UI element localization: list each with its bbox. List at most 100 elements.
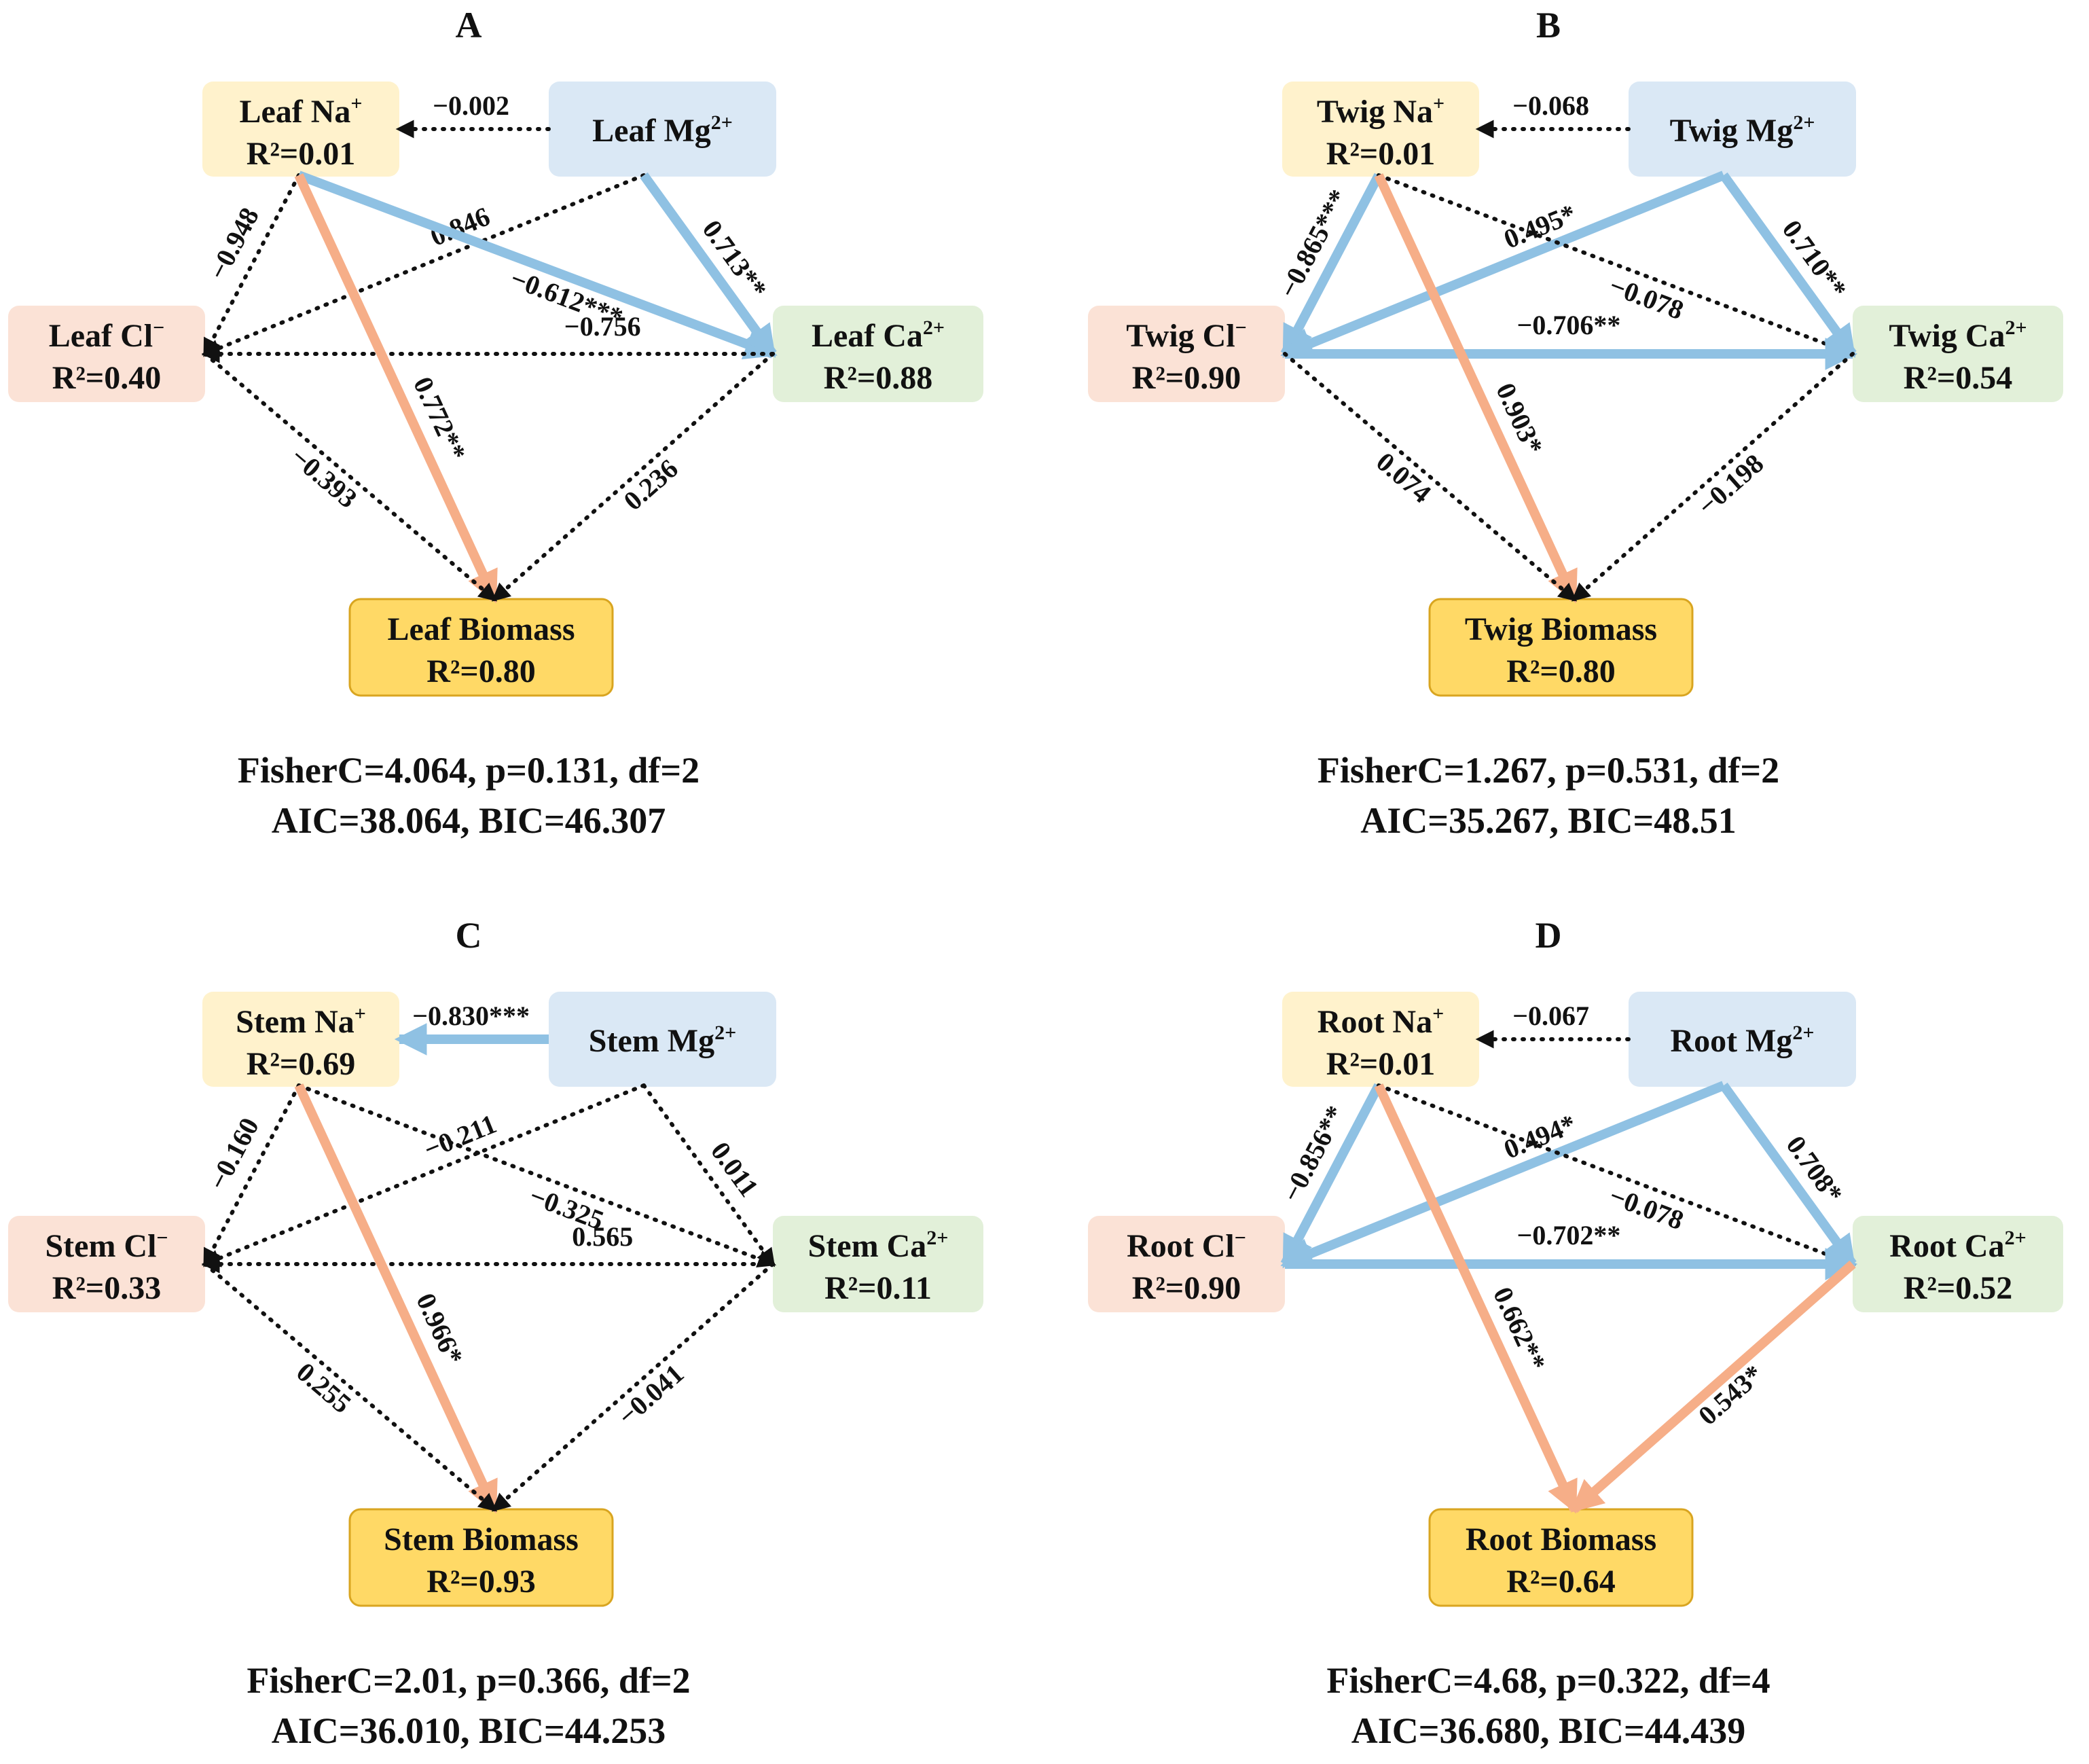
path-coefficient-label: 0.255 [291,1356,357,1420]
node-name-text: Twig Cl [1126,318,1235,354]
node-box [1853,1216,2063,1312]
node-box [202,992,399,1087]
node-box [1282,82,1479,177]
node-box [1629,992,1856,1087]
node-r-squared: R²=0.93 [426,1564,535,1600]
path-coefficient-label: −0.068 [1512,90,1589,121]
fit-stats-aic-bic: AIC=36.010, BIC=44.253 [272,1710,666,1751]
node-name: Leaf Mg2+ [592,111,733,149]
node-name: Twig Mg2+ [1670,111,1815,149]
node-box [8,306,205,402]
panel-a: A Leaf Na+R²=0.01 Leaf Mg2+ Leaf Cl− R²=0.40… [8,5,983,841]
node-box [202,82,399,177]
fit-stats-aic-bic: AIC=35.267, BIC=48.51 [1360,800,1737,841]
path-ca-to-bio [1571,352,1855,602]
node-charge-superscript: 2+ [2005,317,2027,339]
node-charge-superscript: − [1235,1227,1246,1249]
node-name: Root Ca2+ [1889,1227,2026,1264]
path-na-to-ca [1377,173,1857,358]
node-charge-superscript: − [1235,317,1247,339]
path-ca-to-bio [491,1262,775,1512]
node-name: Leaf Cl− [49,317,164,354]
node-charge-superscript: 2+ [926,1227,948,1249]
node-charge-superscript: − [153,317,164,339]
path-mg-to-ca [642,1083,776,1267]
path-na-to-bio [1374,1083,1579,1514]
fit-stats-aic-bic: AIC=38.064, BIC=46.307 [272,800,666,841]
node-name-text: Root Na [1318,1004,1432,1040]
path-cl-to-bio [203,1262,498,1512]
panel-letter: A [456,5,482,46]
node-name: Stem Cl− [45,1227,168,1264]
node-na: Stem Na+ R²=0.69 [202,992,399,1087]
node-charge-superscript: 2+ [714,1022,736,1044]
node-name: Stem Na+ [236,1003,366,1040]
path-na-to-cl [1280,1083,1383,1269]
path-mg-to-cl [1280,170,1726,359]
node-box [773,1216,983,1312]
node-r-squared: R²=0.52 [1904,1270,2012,1306]
path-ca-to-bio [1570,1260,1856,1513]
node-r-squared: R²=0.69 [247,1046,355,1082]
path-coefficient-label: −0.756 [564,311,641,342]
node-box [1088,306,1285,402]
node-name-text: Stem Na [236,1004,355,1040]
node-name: Stem Ca2+ [808,1227,949,1264]
node-r-squared: R²=0.80 [426,653,535,689]
node-name: Twig Na+ [1317,92,1445,130]
node-name: Stem Biomass [384,1522,579,1558]
path-coefficient-label: −0.702** [1517,1220,1621,1250]
node-name-text: Twig Ca [1889,318,2005,354]
path-coefficient-label: 0.565 [572,1221,633,1252]
node-name: Leaf Na+ [239,92,362,130]
node-charge-superscript: 2+ [1793,111,1815,134]
node-box [1853,306,2063,402]
node-ca: Leaf Ca2+ R²=0.88 [773,306,983,402]
node-name-text: Leaf Biomass [388,611,575,647]
node-mg: Leaf Mg2+ [549,82,776,177]
node-name: Twig Cl− [1126,317,1247,354]
node-r-squared: R²=0.01 [1326,136,1435,172]
node-name-text: Leaf Cl [49,318,153,354]
path-mg-to-ca [640,172,777,358]
node-box [8,1216,205,1312]
panel-d: D Root Na+R²=0.01 Root Mg2+ Root Cl−R²=0.90… [1088,915,2063,1751]
node-name-text: Root Ca [1889,1228,2004,1264]
node-box [549,992,776,1087]
path-mg-to-ca [1720,172,1857,358]
path-coefficient-label: 0.772** [407,372,472,465]
path-mg-to-cl [1280,1081,1726,1269]
path-mg-to-cl [201,1083,646,1267]
node-box [773,306,983,402]
node-name: Root Biomass [1466,1522,1656,1558]
node-r-squared: R²=0.88 [824,360,932,396]
panel-letter: D [1536,915,1562,956]
fit-stats-fisher: FisherC=4.064, p=0.131, df=2 [238,750,700,791]
node-mg: Stem Mg2+ [549,992,776,1087]
node-name-text: Twig Mg [1670,113,1794,149]
node-name: Leaf Biomass [388,611,575,647]
node-cl: Twig Cl−R²=0.90 [1088,306,1285,402]
node-r-squared: R²=0.40 [52,360,161,396]
path-coefficient-label: −0.160 [202,1113,265,1195]
node-charge-superscript: 2+ [2005,1227,2027,1249]
node-cl: Root Cl−R²=0.90 [1088,1216,1285,1312]
node-name: Leaf Ca2+ [812,317,945,354]
node-na: Root Na+R²=0.01 [1282,992,1479,1087]
node-name: Root Mg2+ [1670,1022,1814,1059]
path-na-to-bio [294,173,499,604]
node-na: Leaf Na+R²=0.01 [202,82,399,177]
node-name-text: Stem Cl [45,1228,156,1264]
node-charge-superscript: 2+ [923,317,945,339]
node-name: Stem Mg2+ [589,1022,736,1059]
node-mg: Root Mg2+ [1629,992,1856,1087]
node-name: Twig Biomass [1465,611,1657,647]
path-coefficient-label: −0.067 [1512,1001,1589,1031]
path-na-to-ca [297,170,778,360]
path-coefficient-label: 0.662** [1487,1282,1552,1375]
